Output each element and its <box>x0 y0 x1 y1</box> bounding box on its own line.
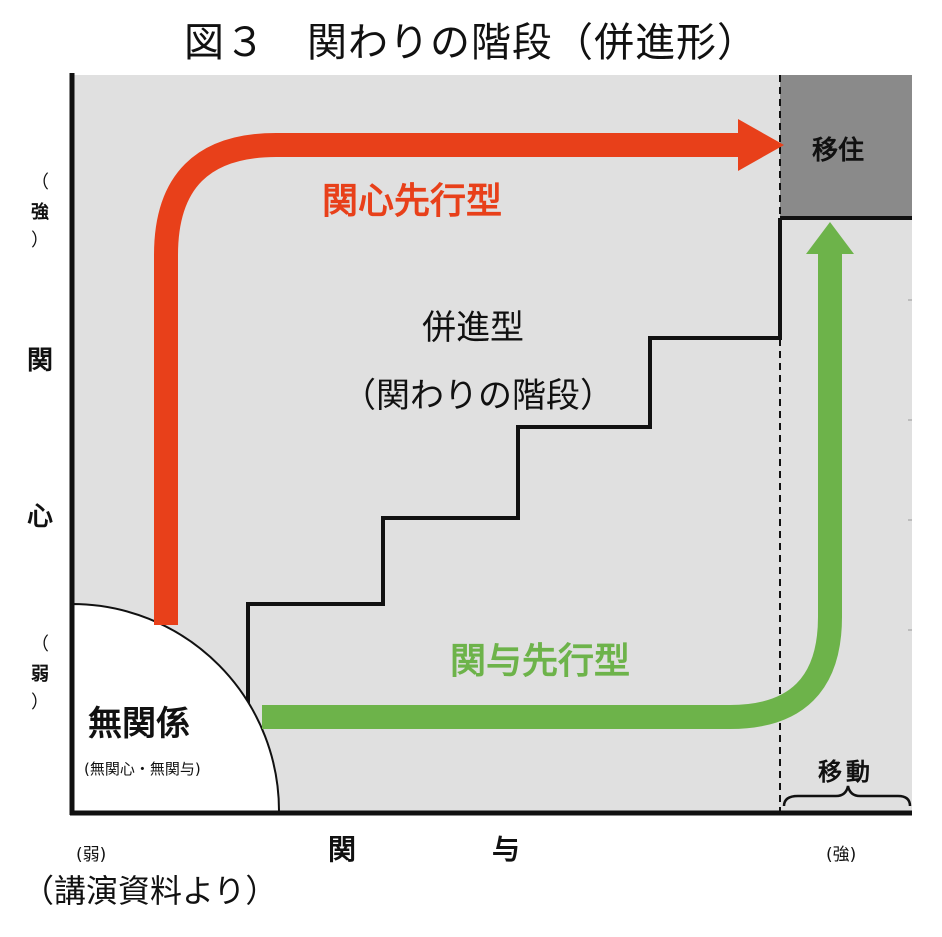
parallel-type-label: 併進型 <box>422 308 524 348</box>
y-axis-weak-label: 弱 <box>31 664 49 685</box>
migration-label: 移住 <box>812 136 865 166</box>
source-note: （講演資料より） <box>22 872 278 910</box>
stairs-of-involvement-label: （関わりの階段） <box>342 376 614 416</box>
interest-first-arrow-shaft <box>154 133 740 625</box>
involvement-first-label: 関与先行型 <box>450 641 631 682</box>
involvement-first-arrow-shaft <box>262 252 842 729</box>
y-axis-close-paren-bottom: ） <box>31 692 49 713</box>
x-axis-label-kan: 関 <box>328 833 357 866</box>
staircase-line <box>246 218 782 813</box>
involvement-first-arrowhead <box>806 222 854 254</box>
interest-first-label: 関心先行型 <box>322 181 503 222</box>
y-axis-label-shin: 心 <box>26 502 53 532</box>
y-axis-close-paren-top: ） <box>31 230 49 251</box>
interest-first-arrowhead <box>738 119 784 171</box>
y-axis-open-paren-top: （ <box>31 172 49 193</box>
no-relation-label: 無関係 <box>88 704 190 744</box>
movement-brace <box>782 785 912 807</box>
figure-title: 図３ 関わりの階段（併進形） <box>184 20 758 66</box>
x-axis-label-yo: 与 <box>492 833 521 866</box>
y-axis-strong-label: 強 <box>31 202 49 223</box>
x-axis-weak-label: (弱) <box>76 845 107 865</box>
no-relation-sublabel: (無関心・無関与) <box>84 760 201 778</box>
x-axis-strong-label: (強) <box>826 845 857 865</box>
no-relation-area <box>71 602 281 814</box>
right-edge-ticks <box>908 299 912 631</box>
migration-box <box>780 75 912 218</box>
movement-label: 移動 <box>818 758 874 786</box>
y-axis-open-paren-bottom: （ <box>31 634 49 655</box>
y-axis-label-kan: 関 <box>26 346 53 376</box>
